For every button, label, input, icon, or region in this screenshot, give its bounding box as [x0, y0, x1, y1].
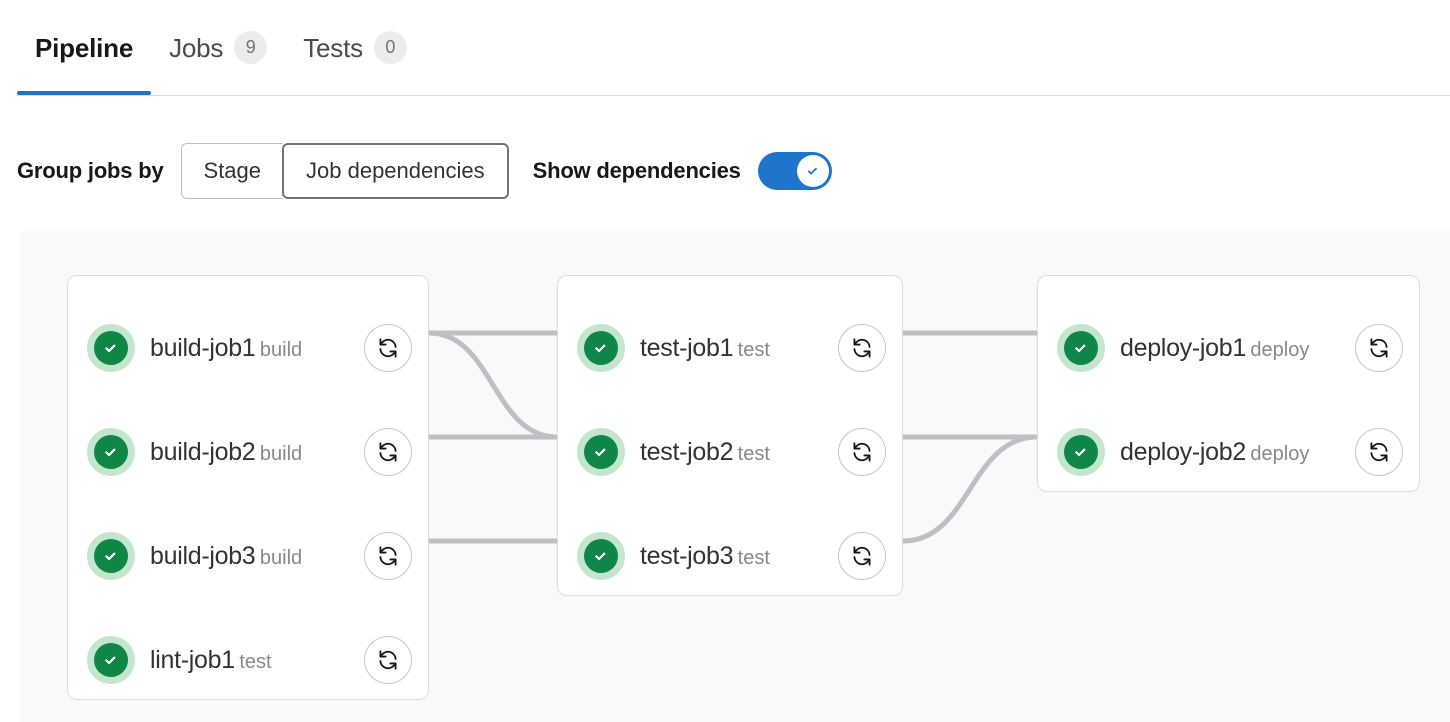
retry-icon[interactable]	[364, 532, 412, 580]
check-icon	[807, 167, 817, 175]
job-name: build-job2	[150, 437, 256, 466]
link-build-job1-test-job2	[428, 330, 558, 440]
retry-icon[interactable]	[1355, 324, 1403, 372]
group-by-segmented-control[interactable]: Stage Job dependencies	[180, 143, 509, 199]
status-success-icon	[1057, 428, 1105, 476]
job-text: build-job3 build	[150, 542, 364, 571]
tab-jobs-badge: 9	[234, 31, 268, 64]
status-success-icon	[577, 324, 625, 372]
status-success-icon	[577, 428, 625, 476]
tab-pipeline[interactable]: Pipeline	[17, 0, 152, 95]
job-stage: test	[737, 442, 770, 465]
tabs-bar: Pipeline Jobs 9 Tests 0	[0, 0, 1450, 97]
job-text: deploy-job1 deploy	[1120, 334, 1355, 363]
retry-icon[interactable]	[364, 324, 412, 372]
status-success-icon	[87, 428, 135, 476]
tabs-divider	[17, 95, 1450, 96]
link-test-job3-deploy-job2	[902, 434, 1038, 544]
job-row[interactable]: lint-job1 test	[68, 608, 428, 712]
controls-row: Group jobs by Stage Job dependencies Sho…	[17, 140, 832, 202]
tab-jobs[interactable]: Jobs 9	[151, 0, 285, 95]
job-stage: build	[259, 338, 303, 361]
job-name: deploy-job1	[1120, 333, 1246, 362]
job-text: test-job2 test	[640, 438, 838, 467]
job-name: test-job3	[640, 541, 734, 570]
job-row[interactable]: build-job1 build	[68, 296, 428, 400]
status-success-icon	[87, 324, 135, 372]
tab-tests-label: Tests	[303, 32, 363, 63]
job-stage: test	[737, 546, 770, 569]
job-row[interactable]: build-job3 build	[68, 504, 428, 608]
job-text: test-job3 test	[640, 542, 838, 571]
tab-tests-badge: 0	[373, 31, 407, 64]
job-stage: deploy	[1250, 442, 1310, 465]
job-stage: test	[737, 338, 770, 361]
job-stage: build	[259, 546, 303, 569]
job-name: test-job1	[640, 333, 734, 362]
status-success-icon	[87, 636, 135, 684]
tab-pipeline-label: Pipeline	[35, 32, 134, 63]
job-name: build-job1	[150, 333, 256, 362]
job-row[interactable]: build-job2 build	[68, 400, 428, 504]
job-row[interactable]: test-job1 test	[558, 296, 902, 400]
job-row[interactable]: test-job3 test	[558, 504, 902, 608]
segment-stage[interactable]: Stage	[180, 143, 284, 199]
job-row[interactable]: deploy-job1 deploy	[1038, 296, 1419, 400]
job-text: lint-job1 test	[150, 646, 364, 675]
retry-icon[interactable]	[838, 532, 886, 580]
status-success-icon	[1057, 324, 1105, 372]
job-text: build-job2 build	[150, 438, 364, 467]
job-stage: deploy	[1250, 338, 1310, 361]
job-text: deploy-job2 deploy	[1120, 438, 1355, 467]
deploy-column: deploy-job1 deploy deploy-job2 deploy	[1037, 275, 1420, 492]
pipeline-graph-panel: build-job1 build build-job2 build	[20, 229, 1450, 722]
retry-icon[interactable]	[838, 428, 886, 476]
job-text: test-job1 test	[640, 334, 838, 363]
retry-icon[interactable]	[364, 636, 412, 684]
show-dependencies-label: Show dependencies	[532, 158, 741, 183]
toggle-knob	[796, 155, 829, 187]
job-name: lint-job1	[150, 645, 235, 674]
test-column: test-job1 test test-job2 test	[557, 275, 903, 596]
tab-tests[interactable]: Tests 0	[285, 0, 425, 95]
job-name: deploy-job2	[1120, 437, 1246, 466]
status-success-icon	[87, 532, 135, 580]
job-row[interactable]: deploy-job2 deploy	[1038, 400, 1419, 504]
show-dependencies-toggle[interactable]	[757, 152, 832, 190]
job-text: build-job1 build	[150, 334, 364, 363]
job-stage: test	[239, 650, 272, 673]
group-jobs-by-label: Group jobs by	[17, 158, 164, 183]
tab-jobs-label: Jobs	[169, 32, 224, 63]
segment-job-dependencies[interactable]: Job dependencies	[282, 143, 509, 199]
show-dependencies-group: Show dependencies	[533, 152, 832, 190]
tab-active-underline	[17, 91, 152, 95]
retry-icon[interactable]	[1355, 428, 1403, 476]
retry-icon[interactable]	[364, 428, 412, 476]
job-name: build-job3	[150, 541, 256, 570]
retry-icon[interactable]	[838, 324, 886, 372]
tabs-list: Pipeline Jobs 9 Tests 0	[17, 0, 425, 95]
status-success-icon	[577, 532, 625, 580]
job-name: test-job2	[640, 437, 734, 466]
job-stage: build	[259, 442, 303, 465]
build-column: build-job1 build build-job2 build	[67, 275, 429, 700]
job-row[interactable]: test-job2 test	[558, 400, 902, 504]
